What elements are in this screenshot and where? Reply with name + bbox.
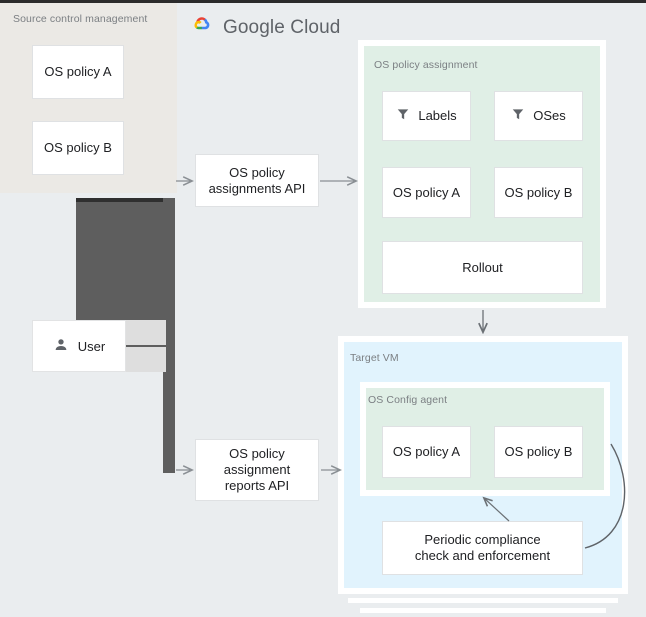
google-cloud-logo: Google Cloud bbox=[188, 14, 340, 41]
panel-target-vm-label: Target VM bbox=[350, 352, 399, 364]
scm-box-os-policy-a[interactable]: OS policy A bbox=[32, 45, 124, 99]
reports-api-line2: assignment bbox=[223, 462, 291, 477]
assignment-box-oses[interactable]: OSes bbox=[494, 91, 583, 141]
periodic-compliance-box[interactable]: Periodic compliance check and enforcemen… bbox=[382, 521, 583, 575]
user-secondary-divider bbox=[124, 345, 166, 347]
google-cloud-wordmark: Google Cloud bbox=[223, 17, 340, 39]
user-node-label: User bbox=[77, 338, 106, 354]
scm-box-os-policy-b[interactable]: OS policy B bbox=[32, 121, 124, 175]
person-icon bbox=[53, 337, 69, 356]
periodic-compliance-line1: Periodic compliance bbox=[424, 532, 541, 547]
os-policy-assignments-api-box[interactable]: OS policy assignments API bbox=[195, 154, 319, 207]
user-node[interactable]: User bbox=[32, 320, 126, 372]
assignments-api-line2: assignments API bbox=[208, 180, 306, 196]
google-cloud-wordmark-google: Google bbox=[223, 16, 285, 38]
assignment-box-os-policy-a[interactable]: OS policy A bbox=[382, 167, 471, 218]
agent-box-os-policy-a[interactable]: OS policy A bbox=[382, 426, 471, 478]
assignment-box-labels[interactable]: Labels bbox=[382, 91, 471, 141]
panel-os-policy-assignment-label: OS policy assignment bbox=[374, 59, 478, 71]
periodic-compliance-line2: check and enforcement bbox=[414, 548, 551, 563]
target-vm-stack-shadow-1 bbox=[348, 598, 618, 603]
google-cloud-logo-icon bbox=[188, 14, 214, 41]
dark-block-body bbox=[76, 202, 175, 330]
panel-os-config-agent-label: OS Config agent bbox=[368, 394, 448, 406]
agent-box-os-policy-b-label: OS policy B bbox=[504, 444, 573, 459]
google-cloud-wordmark-cloud: Cloud bbox=[290, 16, 341, 38]
reports-api-line1: OS policy bbox=[229, 446, 285, 461]
assignment-box-labels-label: Labels bbox=[418, 108, 457, 123]
agent-box-os-policy-b[interactable]: OS policy B bbox=[494, 426, 583, 478]
assignment-box-os-policy-b-label: OS policy B bbox=[504, 184, 573, 200]
panel-source-control-label: Source control management bbox=[13, 13, 148, 25]
top-border-line bbox=[0, 0, 646, 3]
dark-block-top-cap bbox=[76, 198, 175, 202]
filter-funnel-icon bbox=[511, 107, 525, 125]
target-vm-stack-shadow-2 bbox=[360, 608, 606, 613]
scm-box-os-policy-b-label: OS policy B bbox=[44, 140, 112, 155]
assignment-box-rollout-label: Rollout bbox=[462, 259, 503, 275]
assignment-box-rollout[interactable]: Rollout bbox=[382, 241, 583, 294]
os-policy-assignment-reports-api-box[interactable]: OS policy assignment reports API bbox=[195, 439, 319, 501]
filter-funnel-icon bbox=[396, 107, 410, 125]
assignments-api-line1: OS policy bbox=[229, 164, 285, 180]
dark-block-vertical-spine bbox=[163, 198, 175, 473]
assignment-box-oses-label: OSes bbox=[533, 108, 566, 123]
assignment-box-os-policy-a-label: OS policy A bbox=[392, 184, 461, 200]
scm-box-os-policy-a-label: OS policy A bbox=[44, 64, 112, 79]
assignment-box-os-policy-b[interactable]: OS policy B bbox=[494, 167, 583, 218]
agent-box-os-policy-a-label: OS policy A bbox=[392, 444, 461, 459]
reports-api-line3: reports API bbox=[224, 478, 290, 493]
